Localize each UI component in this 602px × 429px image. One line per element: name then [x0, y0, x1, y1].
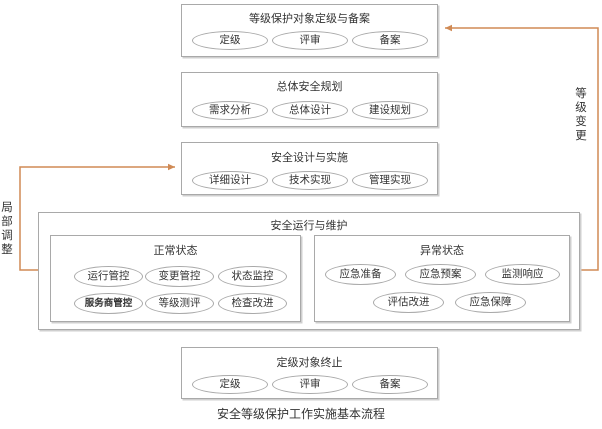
design-item-1[interactable]: 详细设计 — [192, 171, 268, 190]
local-adjustment-char-4: 整 — [1, 242, 13, 256]
termination-title: 定级对象终止 — [276, 356, 343, 369]
planning-box: 总体安全规划 需求分析 总体设计 建设规划 — [181, 72, 438, 127]
local-adjustment-char-3: 调 — [1, 228, 13, 242]
abnormal-item-2[interactable]: 应急预案 — [405, 264, 476, 285]
abnormal-state-box: 异常状态 应急准备 应急预案 监测响应 评估改进 应急保障 — [314, 235, 570, 322]
grading-item-2[interactable]: 评审 — [272, 31, 348, 50]
level-change-char-2: 级 — [575, 100, 587, 114]
normal-item-3[interactable]: 状态监控 — [218, 266, 287, 287]
normal-state-box: 正常状态 运行管控 变更管控 状态监控 服务商管控 等级测评 检查改进 — [50, 235, 301, 322]
planning-item-1[interactable]: 需求分析 — [192, 101, 268, 120]
grading-item-1[interactable]: 定级 — [192, 31, 268, 50]
level-change-char-4: 更 — [575, 128, 587, 142]
termination-item-1[interactable]: 定级 — [192, 375, 268, 394]
normal-item-6[interactable]: 检查改进 — [218, 293, 287, 314]
diagram-caption: 安全等级保护工作实施基本流程 — [216, 407, 385, 421]
termination-item-2[interactable]: 评审 — [272, 375, 348, 394]
abnormal-state-title: 异常状态 — [420, 244, 464, 257]
normal-item-4[interactable]: 服务商管控 — [74, 293, 143, 314]
operation-box: 安全运行与维护 正常状态 运行管控 变更管控 状态监控 服务商管控 等级测评 检… — [38, 212, 580, 330]
local-adjustment-arrow — [19, 163, 175, 271]
planning-title: 总体安全规划 — [276, 80, 343, 93]
planning-item-3[interactable]: 建设规划 — [352, 101, 428, 120]
local-adjustment-char-1: 局 — [1, 200, 13, 214]
abnormal-item-3[interactable]: 监测响应 — [485, 264, 560, 285]
level-change-char-3: 变 — [575, 114, 587, 128]
termination-box: 定级对象终止 定级 评审 备案 — [181, 347, 438, 399]
grading-item-3[interactable]: 备案 — [352, 31, 428, 50]
abnormal-item-5[interactable]: 应急保障 — [455, 292, 526, 313]
design-item-2[interactable]: 技术实现 — [272, 171, 348, 190]
abnormal-item-4[interactable]: 评估改进 — [373, 292, 444, 313]
normal-item-2[interactable]: 变更管控 — [145, 266, 214, 287]
design-item-3[interactable]: 管理实现 — [352, 171, 428, 190]
level-change-label: 等 级 变 更 — [574, 86, 588, 142]
abnormal-item-1[interactable]: 应急准备 — [325, 264, 396, 285]
normal-state-title: 正常状态 — [153, 244, 198, 257]
level-change-char-1: 等 — [575, 86, 587, 100]
termination-item-3[interactable]: 备案 — [352, 375, 428, 394]
level-change-arrow — [445, 24, 599, 271]
local-adjustment-char-2: 部 — [1, 214, 13, 228]
operation-title: 安全运行与维护 — [270, 219, 348, 232]
planning-item-2[interactable]: 总体设计 — [272, 101, 348, 120]
grading-box: 等级保护对象定级与备案 定级 评审 备案 — [181, 4, 438, 57]
local-adjustment-label: 局 部 调 整 — [0, 200, 14, 256]
design-box: 安全设计与实施 详细设计 技术实现 管理实现 — [181, 142, 438, 195]
normal-item-1[interactable]: 运行管控 — [74, 266, 143, 287]
design-title: 安全设计与实施 — [271, 151, 348, 164]
grading-title: 等级保护对象定级与备案 — [249, 12, 370, 25]
normal-item-5[interactable]: 等级测评 — [145, 293, 214, 314]
